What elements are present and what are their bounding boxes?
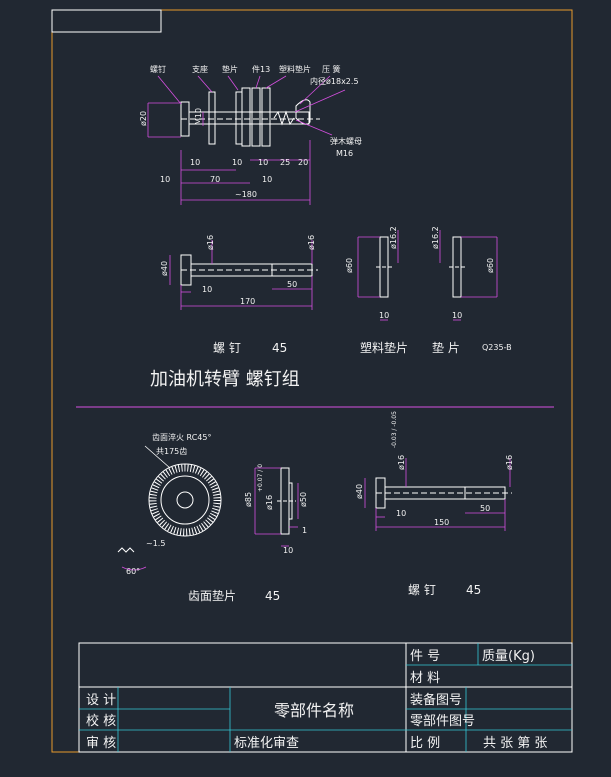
bolt1-total-len: 170 <box>240 297 255 306</box>
toothed-inner: ø16 <box>265 495 274 510</box>
callout-spring: 压 簧 <box>322 64 341 74</box>
toothed-washer-material: 45 <box>265 589 280 603</box>
bolt1-end-dia: ø16 <box>307 235 316 250</box>
bolt2-thread-len: 50 <box>480 504 490 513</box>
bolt2-end-dia: ø16 <box>505 455 514 470</box>
tb-part-name: 零部件名称 <box>274 701 354 720</box>
toothed-outer: ø85 <box>244 492 253 507</box>
bolt2-label: 螺 钉 <box>408 583 436 597</box>
metal-washer: ø60 ø16.2 10 <box>431 226 498 321</box>
tb-review: 审 核 <box>86 736 116 751</box>
dim-e: 20 <box>298 158 308 167</box>
callout-bolt: 螺钉 <box>150 64 166 74</box>
toothed-note-hardening: 齿面淬火 RC45° <box>152 432 211 442</box>
callout-support: 支座 <box>192 64 208 74</box>
dim-g: 70 <box>210 175 220 184</box>
group-title: 加油机转臂 螺钉组 <box>150 369 300 390</box>
metal-washer-material: Q235-B <box>482 343 512 352</box>
callout-plastic-washer: 塑料垫片 <box>279 64 311 74</box>
toothed-thickness: 10 <box>283 546 293 555</box>
tb-component-no: 零部件图号 <box>410 714 475 729</box>
top-assembly: 螺钉 支座 垫片 件13 塑料垫片 压 簧 内径ø18x2.5 弹木螺母 M16… <box>139 64 362 205</box>
bolt2-head-len: 10 <box>396 509 406 518</box>
tb-material: 材 料 <box>410 671 440 686</box>
toothed-tolerance: +0.07 / 0 <box>257 464 264 492</box>
bolt2-tolerance: -0.03 / -0.05 <box>391 411 398 448</box>
toothed-note-teeth: 共175齿 <box>156 447 187 456</box>
dim-b: 10 <box>232 158 242 167</box>
dim-d: 25 <box>280 158 290 167</box>
bolt1-material: 45 <box>272 341 287 355</box>
tb-part-no: 件 号 <box>410 649 440 664</box>
plastic-washer-thk: 10 <box>379 311 389 320</box>
bolt-2: ø40 ø16 -0.03 / -0.05 ø16 10 50 150 螺 钉 … <box>355 411 514 597</box>
bolt1-label: 螺 钉 <box>213 341 241 355</box>
dim-c: 10 <box>258 158 268 167</box>
callout-part13: 件13 <box>252 64 270 74</box>
bolt2-head-dia: ø40 <box>355 484 364 499</box>
metal-washer-hole: ø16.2 <box>431 226 440 249</box>
nut-size: M16 <box>336 149 353 158</box>
bolt2-neck-dia: ø16 <box>397 455 406 470</box>
plastic-washer: ø60 ø16.2 10 <box>345 226 399 321</box>
toothed-washer: 齿面淬火 RC45° 共175齿 ~1.5 60° ø85 ø16 +0.07 … <box>117 432 308 603</box>
bolt-1: ø40 ø16 ø16 10 50 170 <box>160 235 318 310</box>
metal-washer-label: 垫 片 <box>432 340 460 355</box>
dim-inner: M10 <box>194 108 203 125</box>
toothed-washer-label: 齿面垫片 <box>188 588 236 603</box>
bolt2-material: 45 <box>466 583 481 597</box>
plastic-washer-outer: ø60 <box>345 258 354 273</box>
bolt1-shank-dia: ø16 <box>206 235 215 250</box>
metal-washer-thk: 10 <box>452 311 462 320</box>
title-block: 件 号 质量(Kg) 材 料 设 计 校 核 审 核 零部件名称 标准化审查 装… <box>78 642 573 753</box>
toothed-step: 1 <box>302 526 307 535</box>
bolt1-thread-len: 50 <box>287 280 297 289</box>
metal-washer-outer: ø60 <box>486 258 495 273</box>
tb-scale: 比 例 <box>410 736 440 751</box>
bolt1-head-len: 10 <box>202 285 212 294</box>
dim-h: 10 <box>262 175 272 184</box>
dim-total: ~180 <box>235 190 257 199</box>
tb-check: 校 核 <box>86 713 116 729</box>
toothed-angle: 60° <box>126 567 140 576</box>
dim-f: 10 <box>160 175 170 184</box>
callout-washer: 垫片 <box>222 64 238 74</box>
tb-std-review: 标准化审查 <box>234 736 299 751</box>
bolt1-head-dia: ø40 <box>160 261 169 276</box>
spring-spec: 内径ø18x2.5 <box>310 76 359 86</box>
dim-a: 10 <box>190 158 200 167</box>
tb-sheets: 共 张 第 张 <box>483 736 547 751</box>
sheet-frame <box>51 9 573 753</box>
dim-outer: ø20 <box>139 111 148 126</box>
bolt2-total-len: 150 <box>434 518 449 527</box>
tb-assembly-no: 装备图号 <box>410 692 462 708</box>
plastic-washer-label: 塑料垫片 <box>360 340 408 355</box>
toothed-hub: ø50 <box>299 492 308 507</box>
nut-label: 弹木螺母 <box>330 136 362 146</box>
plastic-washer-hole: ø16.2 <box>389 226 398 249</box>
toothed-pitch: ~1.5 <box>146 539 165 548</box>
tb-design: 设 计 <box>86 693 116 708</box>
upper-labels: 螺 钉 45 塑料垫片 垫 片 Q235-B 加油机转臂 螺钉组 <box>150 340 512 390</box>
tb-mass: 质量(Kg) <box>482 649 535 664</box>
